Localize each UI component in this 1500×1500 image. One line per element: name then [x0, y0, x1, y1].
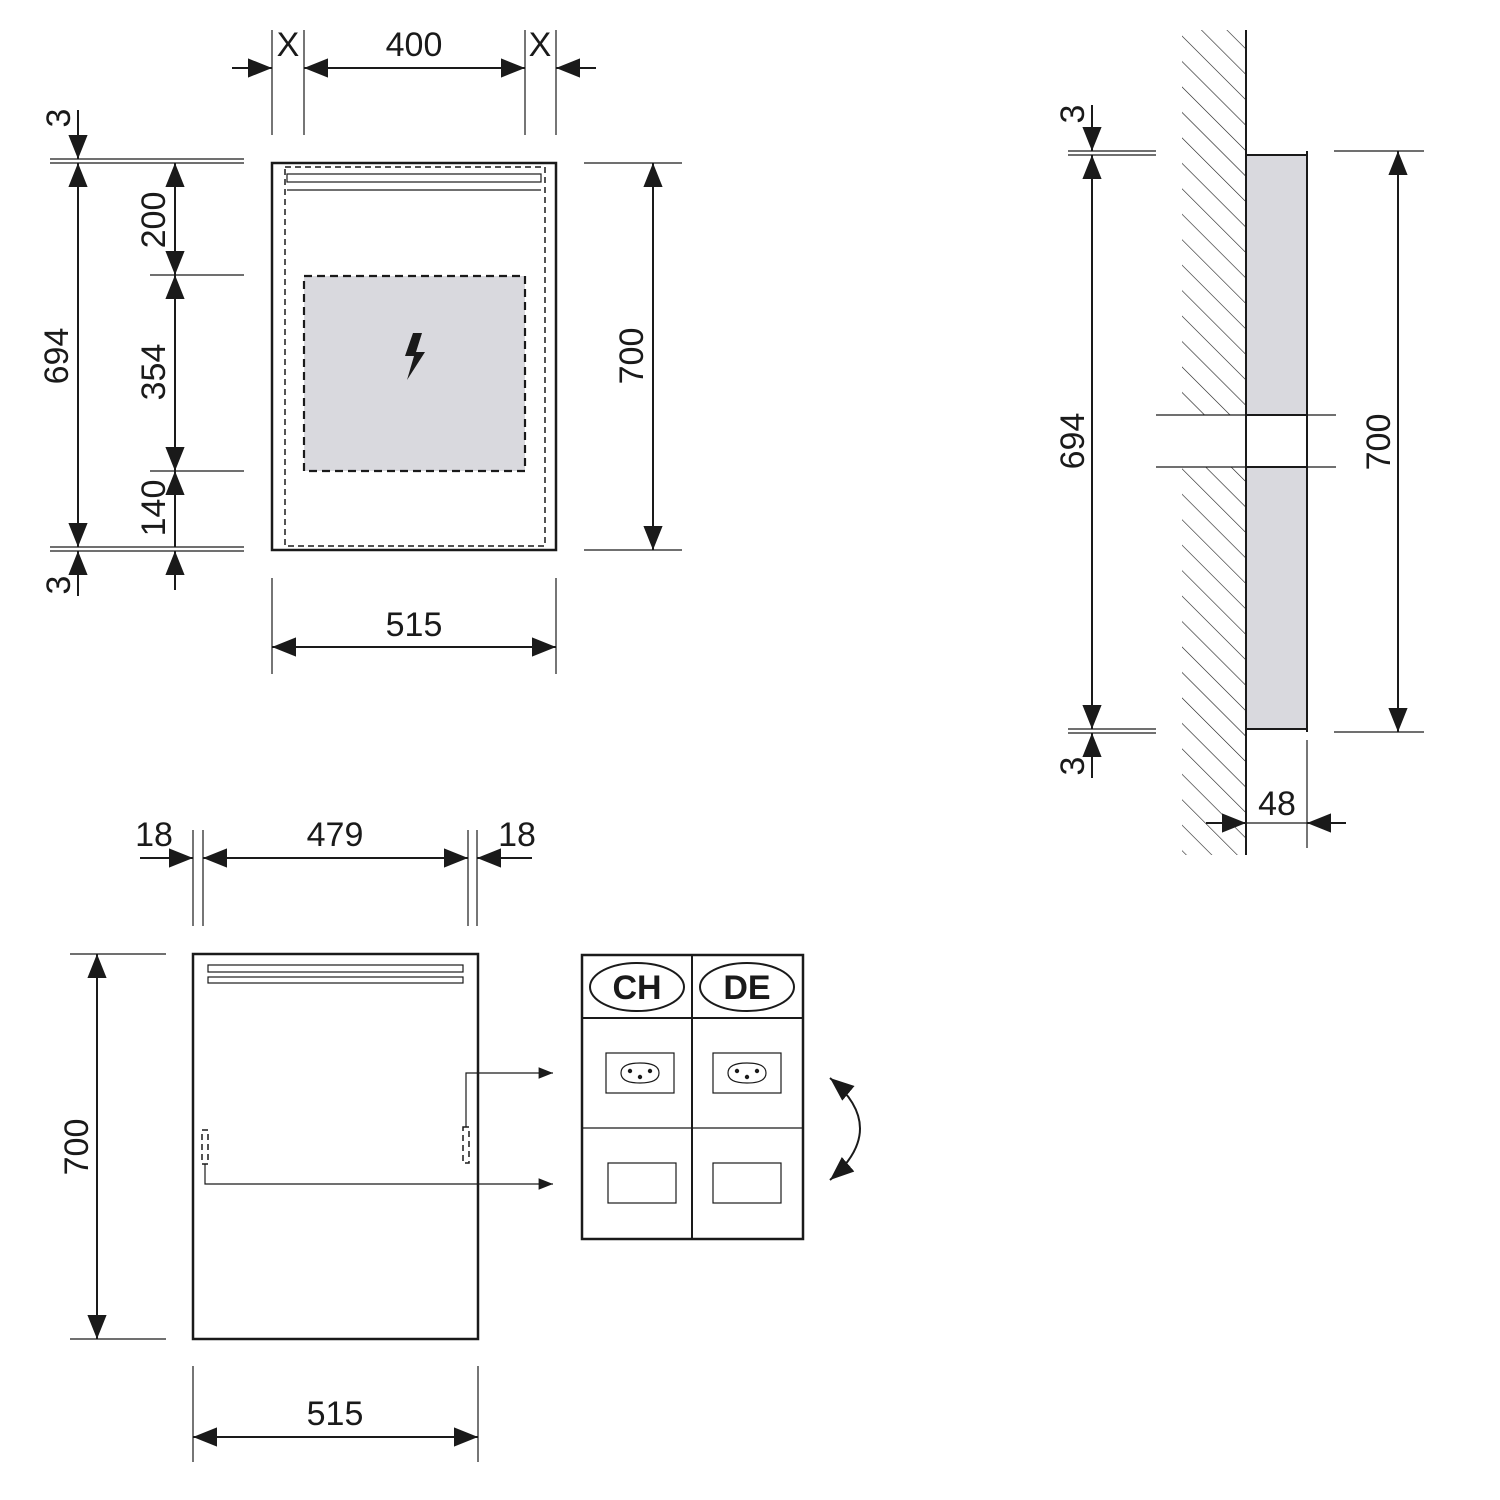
dim-694: 694 — [38, 328, 76, 385]
wall-section-upper — [1182, 30, 1246, 415]
dim-18-right: 18 — [498, 816, 536, 854]
dim-x-right: X — [529, 26, 552, 64]
dim-3-top: 3 — [40, 109, 78, 128]
dim-18-left: 18 — [135, 816, 173, 854]
dim-479: 479 — [307, 816, 364, 854]
cabinet-rear-outline — [191, 952, 480, 1341]
inner-dashed-outline — [284, 166, 546, 547]
wall-section-lower — [1182, 467, 1246, 855]
swiss-socket-icon — [605, 1052, 675, 1094]
dim-3-bottom: 3 — [40, 576, 78, 595]
dim-515-front: 515 — [386, 606, 443, 644]
label-ch: CH — [612, 969, 661, 1007]
light-bar — [286, 173, 542, 183]
dim-694-side: 694 — [1054, 413, 1092, 470]
swiss-socket-icon — [712, 1052, 782, 1094]
dim-354: 354 — [135, 344, 173, 401]
leader-blank — [204, 1164, 553, 1190]
badge-de — [699, 962, 795, 1012]
dim-3-side-bottom: 3 — [1054, 757, 1092, 776]
rear-view: 18 479 18 700 515 — [58, 816, 553, 1462]
dim-700-rear: 700 — [58, 1119, 96, 1176]
side-view: 3 694 3 700 48 — [1054, 30, 1424, 855]
curved-double-arrow-icon — [829, 1077, 861, 1181]
lightning-icon — [405, 333, 425, 380]
electrical-zone — [302, 274, 527, 473]
blank-plate-icon — [712, 1162, 782, 1204]
rear-light-bar — [207, 964, 464, 973]
cabinet-side-upper — [1245, 154, 1308, 416]
cabinet-side-lower — [1245, 466, 1308, 730]
dim-700-side: 700 — [1360, 414, 1398, 471]
dim-140: 140 — [135, 480, 173, 537]
blank-plate-icon — [607, 1162, 677, 1204]
dim-48: 48 — [1258, 785, 1296, 823]
dim-200: 200 — [135, 192, 173, 249]
dim-x-left: X — [277, 26, 300, 64]
dim-3-side-top: 3 — [1054, 105, 1092, 124]
badge-ch — [589, 962, 685, 1012]
leader-socket — [465, 1067, 553, 1127]
front-view: X 400 X 3 694 3 200 354 140 700 515 — [38, 26, 682, 674]
dim-515-rear: 515 — [307, 1395, 364, 1433]
label-de: DE — [723, 969, 770, 1007]
dim-400: 400 — [386, 26, 443, 64]
dim-700-front: 700 — [613, 328, 651, 385]
socket-table: CH DE — [580, 953, 861, 1241]
